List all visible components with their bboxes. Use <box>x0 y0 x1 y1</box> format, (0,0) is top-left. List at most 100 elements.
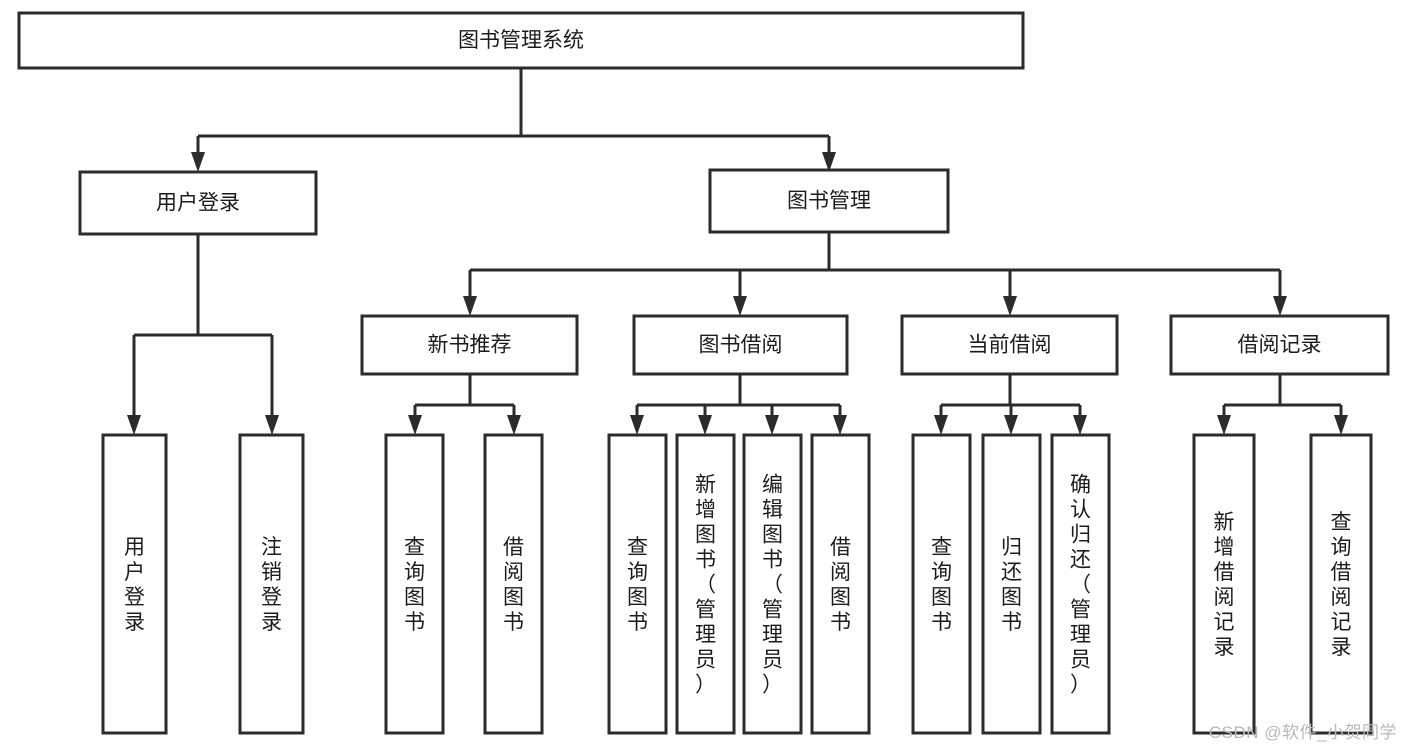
node-label-char: 增 <box>695 499 716 522</box>
node-current-borrow[interactable]: 当前借阅 <box>900 314 1119 376</box>
arrow-head-icon <box>733 296 747 316</box>
node-label-char: 还 <box>1070 549 1091 572</box>
arrow-head-icon <box>765 415 779 435</box>
node-root-root[interactable]: 图书管理系统 <box>17 11 1025 70</box>
node-book-borrow[interactable]: 图书借阅 <box>632 314 849 376</box>
node-label-char: 理 <box>762 624 783 647</box>
node-label-char: 书 <box>503 611 524 634</box>
node-label-char: 录 <box>124 611 145 634</box>
node-label-char: 借 <box>1331 561 1352 584</box>
node-rect[interactable] <box>675 433 736 735</box>
node-label-char: 阅 <box>1214 586 1235 609</box>
node-label-char: （ <box>1070 574 1091 597</box>
node-label: 新书推荐 <box>428 334 512 357</box>
node-rect[interactable] <box>607 433 668 735</box>
arrow-head-icon <box>265 415 279 435</box>
node-label-char: 理 <box>1070 624 1091 647</box>
node-label-char: ） <box>762 674 783 697</box>
node-label-char: ） <box>695 674 716 697</box>
node-label-char: 书 <box>1001 611 1022 634</box>
node-label-char: 借 <box>830 536 851 559</box>
node-label-char: 记 <box>1214 611 1235 634</box>
node-label-char: 图 <box>503 586 524 609</box>
node-rect[interactable] <box>708 168 950 234</box>
arrow-head-icon <box>833 415 847 435</box>
node-rect[interactable] <box>1050 433 1111 735</box>
node-label-char: 新 <box>1214 511 1235 534</box>
node-rect[interactable] <box>78 170 318 236</box>
node-label-char: 书 <box>404 611 425 634</box>
node-label: 借阅记录 <box>1238 334 1322 357</box>
node-rect[interactable] <box>1169 314 1390 376</box>
node-rect[interactable] <box>632 314 849 376</box>
node-rect[interactable] <box>911 433 972 735</box>
node-label-char: 辑 <box>762 499 783 522</box>
node-label-char: 用 <box>124 536 145 559</box>
node-new-book-recommend[interactable]: 新书推荐 <box>360 314 579 376</box>
arrow-head-icon <box>1003 296 1017 316</box>
node-rect[interactable] <box>101 433 168 735</box>
node-label-char: 注 <box>261 536 282 559</box>
node-borrow-record[interactable]: 借阅记录 <box>1169 314 1390 376</box>
node-label-char: ） <box>1070 674 1091 697</box>
node-rect[interactable] <box>1192 433 1256 735</box>
node-label-char: 询 <box>627 561 648 584</box>
connector-layer <box>127 68 1348 435</box>
node-label-char: 图 <box>1001 586 1022 609</box>
arrow-head-icon <box>1073 415 1087 435</box>
node-label-char: 员 <box>1070 649 1091 672</box>
node-rect[interactable] <box>483 433 544 735</box>
node-user-login[interactable]: 用户登录 <box>78 170 318 236</box>
node-label-char: 归 <box>1070 524 1091 547</box>
node-label-char: 户 <box>124 561 145 584</box>
node-label-char: 图 <box>931 586 952 609</box>
node-rect[interactable] <box>981 433 1042 735</box>
node-rect[interactable] <box>900 314 1119 376</box>
arrow-head-icon <box>191 152 205 172</box>
node-label-char: 询 <box>931 561 952 584</box>
node-rect[interactable] <box>360 314 579 376</box>
node-leaf-user-login[interactable]: 用户登录 <box>101 433 168 735</box>
node-label-char: 归 <box>1001 536 1022 559</box>
node-label-char: 图 <box>830 586 851 609</box>
node-label-char: 图 <box>695 524 716 547</box>
node-label-char: 图 <box>762 524 783 547</box>
node-label-char: 书 <box>931 611 952 634</box>
arrow-head-icon <box>1334 415 1348 435</box>
node-label-char: 编 <box>762 474 783 497</box>
node-label-char: 管 <box>1070 599 1091 622</box>
node-label-char: 图 <box>627 586 648 609</box>
node-label-char: 书 <box>695 549 716 572</box>
node-label-char: 阅 <box>503 561 524 584</box>
arrow-head-icon <box>1273 296 1287 316</box>
node-rect[interactable] <box>238 433 305 735</box>
node-book-manage[interactable]: 图书管理 <box>708 168 950 234</box>
arrow-head-icon <box>408 415 422 435</box>
node-label-char: 阅 <box>1331 586 1352 609</box>
node-rect[interactable] <box>1309 433 1373 735</box>
node-rect[interactable] <box>384 433 445 735</box>
node-rect[interactable] <box>17 11 1025 70</box>
node-label-char: 询 <box>404 561 425 584</box>
node-label: 图书借阅 <box>699 334 783 357</box>
node-label-char: 增 <box>1214 536 1235 559</box>
arrow-head-icon <box>127 415 141 435</box>
node-label-char: 记 <box>1331 611 1352 634</box>
node-label-char: 销 <box>261 561 282 584</box>
node-label: 图书管理 <box>787 190 871 213</box>
node-label-char: 书 <box>627 611 648 634</box>
node-rect[interactable] <box>810 433 871 735</box>
node-rect[interactable] <box>742 433 803 735</box>
